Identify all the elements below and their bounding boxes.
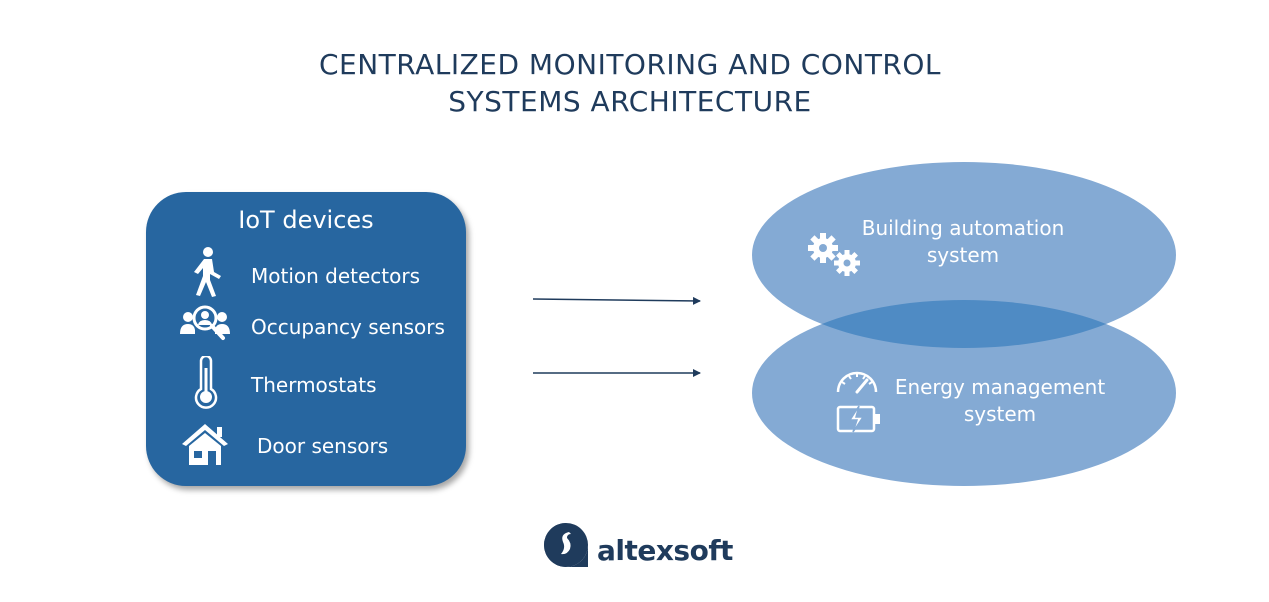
title-line-2: SYSTEMS ARCHITECTURE — [448, 85, 812, 118]
iot-devices-box: IoT devices Motion detectors Occupancy s… — [146, 192, 466, 486]
thermostats-label: Thermostats — [251, 373, 377, 397]
occupancy-sensors-label: Occupancy sensors — [251, 315, 445, 339]
walking-person-icon — [194, 247, 221, 297]
door-sensors-label: Door sensors — [257, 434, 389, 458]
energy-management-line-2: system — [963, 402, 1037, 426]
building-automation-label: Building automation system — [853, 215, 1073, 269]
energy-management-line-1: Energy management — [894, 375, 1106, 399]
speedometer-icon — [836, 371, 878, 394]
battery-charging-icon — [836, 405, 880, 433]
arrow-to-building-system — [532, 296, 701, 305]
gears-icon — [808, 233, 860, 276]
title-line-1: CENTRALIZED MONITORING AND CONTROL — [318, 48, 942, 81]
building-automation-line-1: Building automation — [861, 216, 1065, 240]
energy-management-label: Energy management system — [890, 374, 1110, 428]
altexsoft-logo-icon — [544, 523, 588, 567]
energy-management-ellipse — [752, 300, 1176, 486]
thermometer-icon — [194, 356, 218, 409]
people-search-icon — [180, 305, 230, 340]
building-automation-ellipse — [752, 162, 1176, 348]
diagram-title: CENTRALIZED MONITORING AND CONTROL SYSTE… — [0, 46, 1260, 120]
systems-ellipses — [752, 162, 1176, 486]
altexsoft-logo-text: altexsoft — [597, 534, 733, 567]
iot-devices-title: IoT devices — [238, 206, 374, 234]
motion-detectors-label: Motion detectors — [251, 264, 421, 288]
building-automation-line-2: system — [926, 243, 1000, 267]
house-icon — [182, 424, 228, 465]
